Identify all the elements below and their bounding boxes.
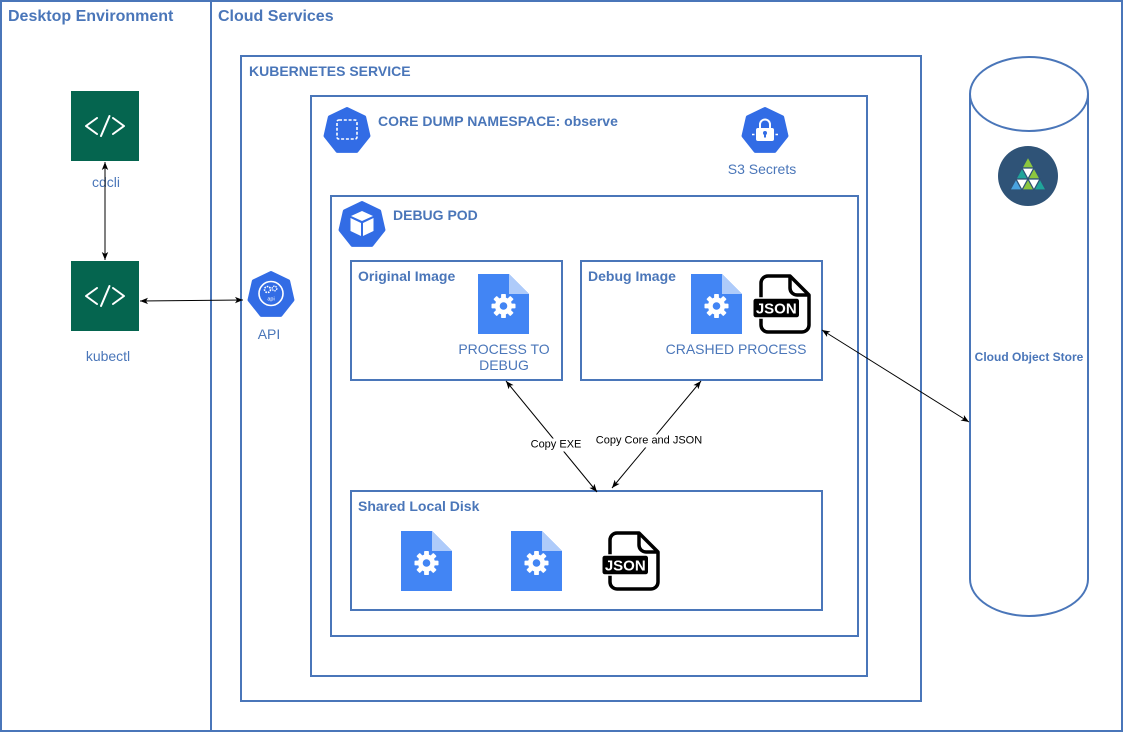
original-image-container [350, 260, 563, 381]
kubernetes-api-icon: api [247, 271, 295, 317]
namespace-title: CORE DUMP NAMESPACE: observe [378, 113, 618, 129]
cloud-services-zone [210, 0, 1123, 732]
kubernetes-secret-icon [741, 107, 789, 153]
code-icon [71, 261, 139, 331]
kubernetes-service-title: KUBERNETES SERVICE [249, 63, 411, 79]
original-image-title: Original Image [358, 268, 456, 284]
api-label: API [257, 326, 281, 342]
code-icon [71, 91, 139, 161]
desktop-environment-title: Desktop Environment [8, 8, 174, 25]
executable-file-icon [478, 274, 529, 334]
json-badge-text: JSON [756, 301, 797, 318]
s3-secrets-label: S3 Secrets [727, 161, 797, 177]
debug-pod-title: DEBUG POD [393, 207, 478, 223]
copy-exe-label: Copy EXE [529, 438, 583, 452]
debug-image-title: Debug Image [588, 268, 676, 284]
copy-core-json-label: Copy Core and JSON [594, 434, 704, 448]
json-file-icon: JSON [601, 531, 661, 591]
process-to-debug-label: PROCESS TO DEBUG [458, 341, 550, 373]
kubernetes-pod-icon [338, 201, 386, 247]
executable-file-icon [401, 531, 452, 591]
kubernetes-namespace-icon [323, 107, 371, 153]
debug-image-container [580, 260, 823, 381]
executable-file-icon [691, 274, 742, 334]
crashed-process-label: CRASHED PROCESS [665, 341, 807, 357]
executable-file-icon [511, 531, 562, 591]
cloud-services-title: Cloud Services [218, 8, 334, 25]
kubectl-label: kubectl [85, 348, 131, 364]
shared-local-disk-title: Shared Local Disk [358, 498, 480, 514]
json-badge-text: JSON [605, 558, 646, 575]
object-storage-icon [998, 146, 1058, 206]
cloud-object-store-label: Cloud Object Store [974, 350, 1084, 364]
json-file-icon: JSON [752, 274, 812, 334]
api-icon-text: api [267, 297, 274, 303]
cdcli-label: cdcli [91, 174, 120, 190]
